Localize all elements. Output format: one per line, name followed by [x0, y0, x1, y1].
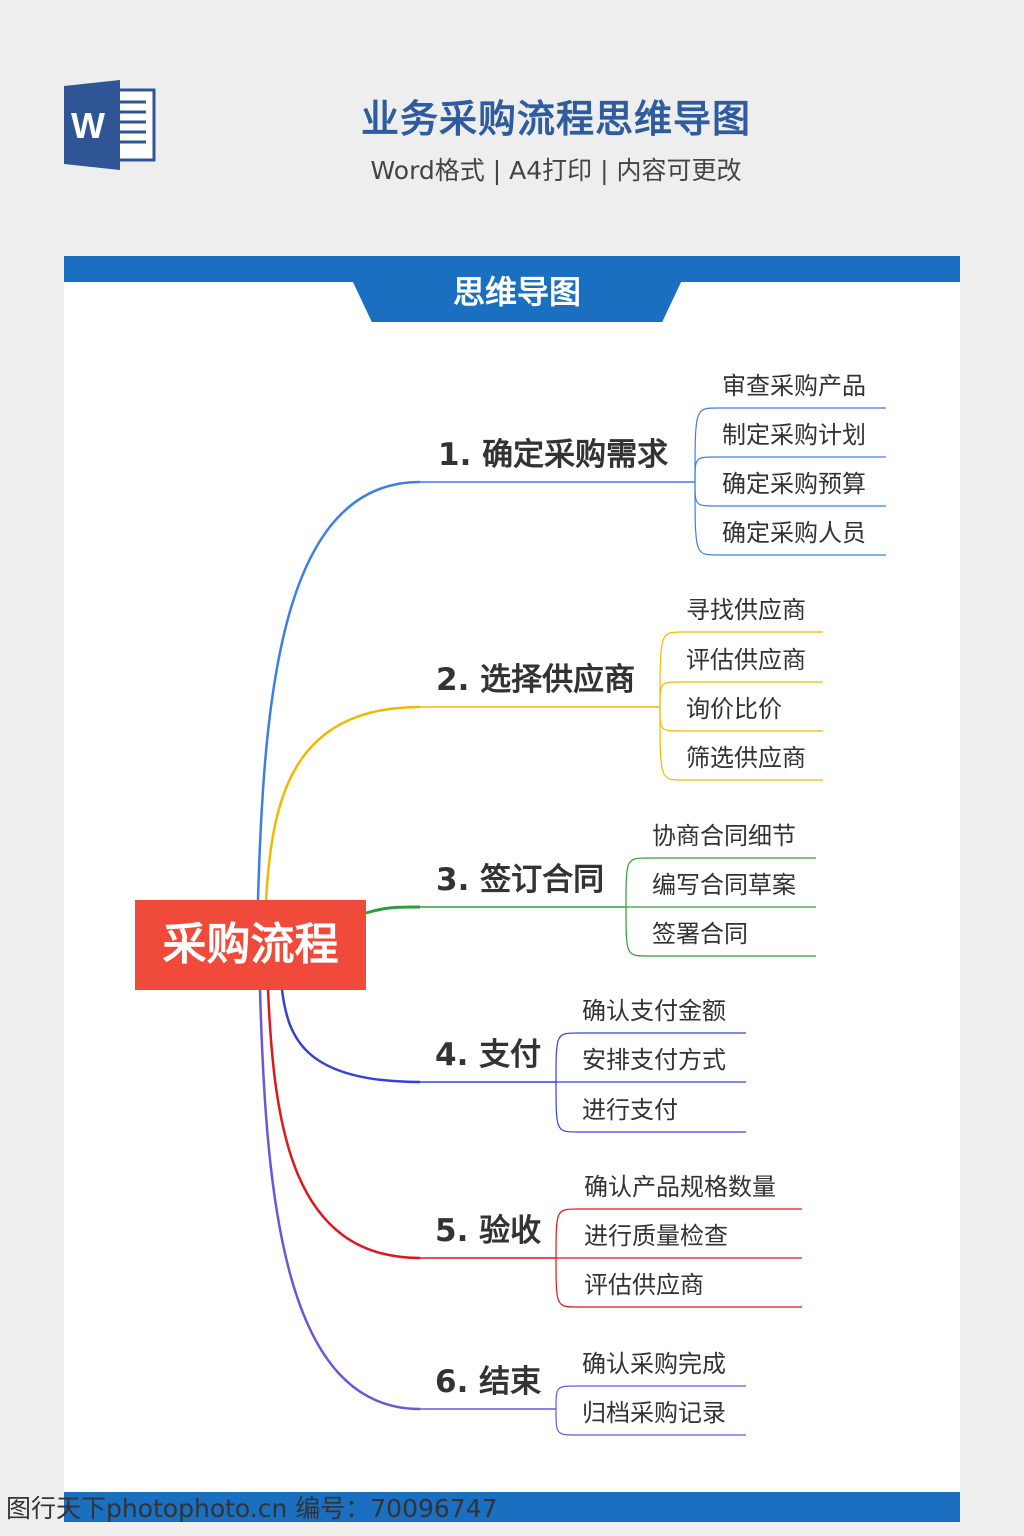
section-tab [352, 280, 682, 322]
leaf-connector [555, 1408, 746, 1436]
branch-label: 5. 验收 [435, 1213, 542, 1249]
leaf-label: 归档采购记录 [582, 1399, 726, 1427]
leaf-label: 协商合同细节 [652, 822, 796, 850]
svg-text:W: W [71, 105, 105, 146]
section-tab-label: 思维导图 [452, 273, 581, 311]
leaf-connector [694, 407, 886, 483]
leaf-connector [555, 1385, 746, 1410]
branch-connector [256, 480, 421, 901]
leaf-connector [555, 1257, 802, 1308]
leaf-connector [659, 681, 823, 708]
page-subtitle: Word格式 | A4打印 | 内容可更改 [370, 156, 742, 185]
branch-label: 6. 结束 [435, 1364, 542, 1400]
sheet-top-bar [64, 256, 960, 282]
branch-label: 1. 确定采购需求 [438, 437, 669, 473]
leaf-label: 制定采购计划 [722, 421, 866, 449]
leaf-label: 确认采购完成 [582, 1350, 726, 1378]
leaf-label: 评估供应商 [584, 1271, 704, 1299]
leaf-connector [555, 1081, 746, 1133]
branch-label: 3. 签订合同 [436, 862, 605, 898]
leaf-label: 进行质量检查 [584, 1222, 728, 1250]
leaf-label: 确定采购预算 [722, 470, 866, 498]
branch-connector [258, 989, 421, 1411]
leaf-label: 筛选供应商 [686, 744, 806, 772]
leaf-connector [555, 1032, 746, 1083]
leaf-label: 询价比价 [686, 695, 782, 723]
leaf-connector [625, 857, 816, 908]
branch-connector [365, 905, 421, 915]
page-title: 业务采购流程思维导图 [360, 97, 751, 141]
sheet-bottom-bar [64, 1492, 960, 1522]
leaf-label: 编写合同草案 [652, 871, 796, 899]
leaf-label: 签署合同 [652, 920, 748, 948]
root-node [135, 900, 366, 990]
leaf-label: 确认支付金额 [582, 997, 726, 1025]
branch-connector [264, 705, 421, 901]
watermark-text: 图行天下photophoto.cn 编号：70096747 [6, 1494, 498, 1523]
leaf-connector [625, 906, 816, 957]
leaf-label: 评估供应商 [686, 646, 806, 674]
branch-label: 4. 支付 [435, 1037, 542, 1073]
branch-label: 2. 选择供应商 [436, 662, 636, 698]
leaf-label: 安排支付方式 [582, 1046, 726, 1074]
leaf-connector [555, 1208, 802, 1259]
leaf-label: 进行支付 [582, 1096, 678, 1124]
leaf-label: 确认产品规格数量 [584, 1173, 776, 1201]
branch-connector [280, 989, 421, 1084]
mindmap-sheet [64, 256, 960, 1498]
branch-connector [266, 989, 421, 1260]
leaf-label: 审查采购产品 [722, 372, 866, 400]
word-document-icon: W [64, 80, 156, 170]
leaf-label: 寻找供应商 [686, 596, 806, 624]
leaf-connector [694, 481, 886, 556]
leaf-label: 确定采购人员 [722, 519, 866, 547]
leaf-connector [694, 456, 886, 483]
root-node-label: 采购流程 [162, 919, 339, 970]
leaf-connector [659, 631, 823, 708]
leaf-connector [659, 706, 823, 781]
